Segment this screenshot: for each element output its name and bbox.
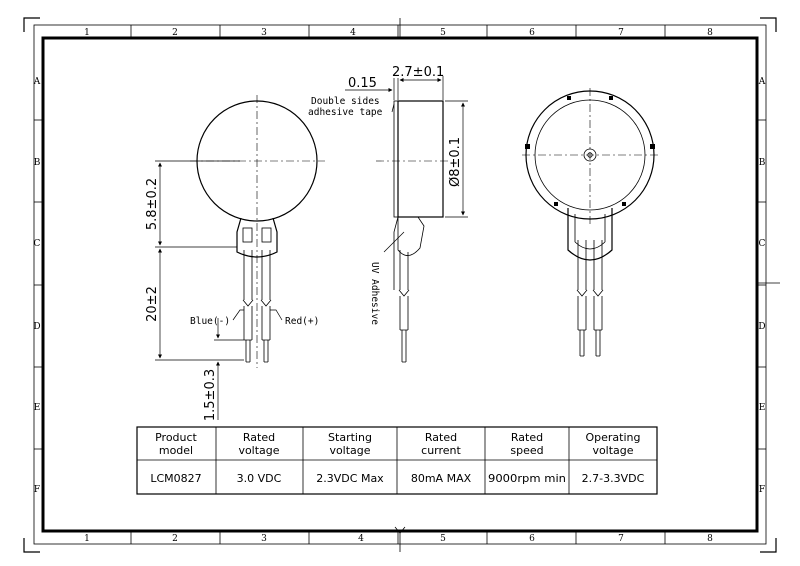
back-view <box>522 88 658 357</box>
header-operating-voltage-line1: Operating <box>586 431 641 444</box>
grid-column-labels: 1 2 3 4 5 6 7 8 1 2 3 4 5 6 7 8 <box>84 28 713 544</box>
value-product-model: LCM0827 <box>150 472 201 485</box>
row-label-left: C <box>34 239 41 249</box>
row-label-right: A <box>758 77 766 87</box>
body-thickness-dimension: 2.7±0.1 <box>392 65 444 80</box>
col-label-top: 6 <box>529 28 535 38</box>
col-label-bottom: 4 <box>358 534 364 544</box>
row-label-right: F <box>759 485 765 495</box>
col-label-bottom: 6 <box>529 534 535 544</box>
col-label-top: 3 <box>261 28 267 38</box>
col-label-top: 8 <box>707 28 713 38</box>
row-label-left: E <box>34 403 41 413</box>
col-label-bottom: 2 <box>172 534 178 544</box>
diameter-dimension: Ø8±0.1 <box>448 137 463 187</box>
value-rated-voltage: 3.0 VDC <box>237 472 282 485</box>
row-label-left: F <box>34 485 40 495</box>
col-label-bottom: 7 <box>618 534 624 544</box>
row-label-right: B <box>759 158 766 168</box>
front-view-dimensions: 5.8±0.2 20±2 1.5±0.3 Blue(-) Red(+) <box>145 160 319 421</box>
header-product-model-line1: Product <box>155 431 197 444</box>
header-rated-voltage-line2: voltage <box>238 444 279 457</box>
lead-length-dimension: 20±2 <box>145 286 160 322</box>
grid-row-labels: A B C D E F A B C D E F <box>33 77 766 495</box>
col-label-top: 1 <box>84 28 90 38</box>
header-starting-voltage-line1: Starting <box>328 431 372 444</box>
tape-label-line1: Double sides <box>311 96 380 107</box>
header-operating-voltage-line2: voltage <box>592 444 633 457</box>
row-label-right: E <box>759 403 766 413</box>
value-starting-voltage: 2.3VDC Max <box>316 472 384 485</box>
header-rated-speed-line2: speed <box>510 444 543 457</box>
col-label-bottom: 8 <box>707 534 713 544</box>
red-wire-label: Red(+) <box>285 316 319 327</box>
header-rated-current-line1: Rated <box>425 431 457 444</box>
col-label-bottom: 1 <box>84 534 90 544</box>
blue-wire-label: Blue(-) <box>190 316 230 327</box>
row-label-left: B <box>34 158 41 168</box>
side-view: UV Adhesive Double sides adhesive tape <box>308 96 450 363</box>
tape-thickness-dimension: 0.15 <box>348 76 377 91</box>
front-view <box>190 95 325 368</box>
sheet-frame <box>23 17 780 553</box>
col-label-top: 2 <box>172 28 178 38</box>
value-operating-voltage: 2.7-3.3VDC <box>582 472 645 485</box>
col-label-top: 5 <box>440 28 446 38</box>
header-product-model-line2: model <box>159 444 193 457</box>
row-label-left: D <box>33 322 40 332</box>
side-view-dimensions: 0.15 2.7±0.1 Ø8±0.1 <box>345 65 468 218</box>
header-rated-speed-line1: Rated <box>511 431 543 444</box>
row-label-right: C <box>759 239 766 249</box>
value-rated-current: 80mA MAX <box>411 472 472 485</box>
strip-length-dimension: 1.5±0.3 <box>203 369 218 421</box>
col-label-top: 7 <box>618 28 624 38</box>
col-label-bottom: 3 <box>261 534 267 544</box>
uv-adhesive-label: UV Adhesive <box>369 262 380 325</box>
col-label-bottom: 5 <box>440 534 446 544</box>
row-label-right: D <box>758 322 765 332</box>
tape-label-line2: adhesive tape <box>308 107 383 118</box>
row-label-left: A <box>33 77 41 87</box>
spec-table: Product model Rated voltage Starting vol… <box>136 426 658 495</box>
header-starting-voltage-line2: voltage <box>329 444 370 457</box>
header-rated-voltage-line1: Rated <box>243 431 275 444</box>
height-dimension: 5.8±0.2 <box>145 178 160 230</box>
header-rated-current-line2: current <box>421 444 461 457</box>
col-label-top: 4 <box>350 28 356 38</box>
value-rated-speed: 9000rpm min <box>488 472 566 485</box>
